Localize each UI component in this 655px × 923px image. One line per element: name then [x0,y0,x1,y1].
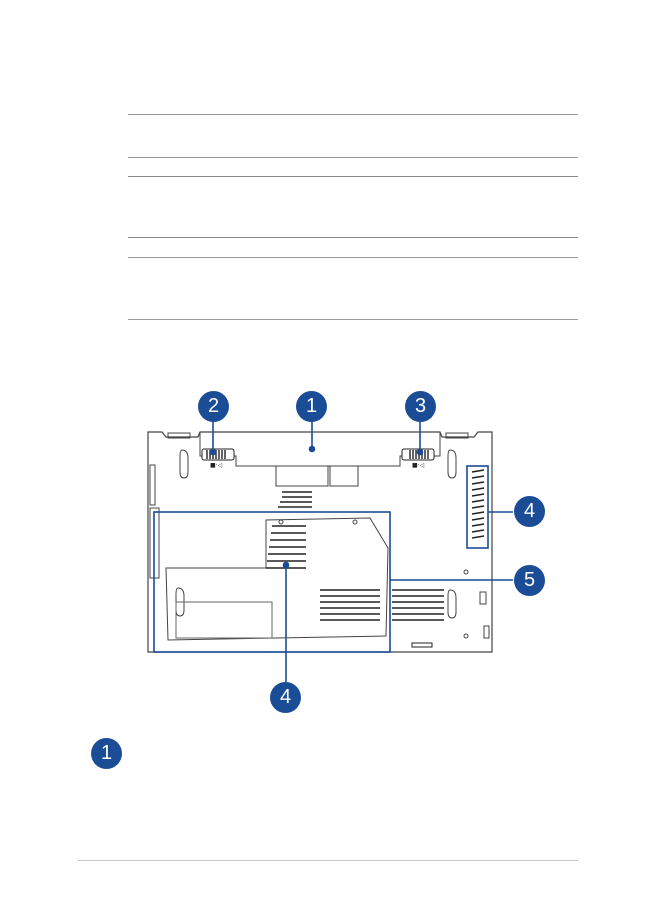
svg-text:■·◁: ■·◁ [210,462,223,469]
table-rule-row3-top [128,257,578,258]
foot-top-right [445,432,469,439]
side-port-1 [149,464,156,506]
service-panel-inner [175,601,273,639]
service-panel-frame [153,511,391,653]
laptop-bottom-diagram: ■·◁ ■·◁ [147,420,513,682]
callout-5-panel: 5 [514,565,545,596]
panel-screw-3 [463,569,469,575]
callout-1: 1 [296,391,327,422]
foot-left-upper [179,449,189,479]
foot-right-lower [447,589,457,619]
latch-right: ■·◁ [401,448,435,469]
service-panel [165,517,389,641]
foot-left-lower [175,587,185,617]
panel-screw-4 [463,633,469,639]
label-plate [275,465,329,487]
callout-3: 3 [405,391,436,422]
foot-top-left [167,432,191,439]
foot-right-upper [447,449,457,479]
bottom-slot [411,642,433,648]
panel-screw-2 [352,519,358,525]
callout-4-panel-vent: 4 [270,682,301,713]
side-vent-frame [466,465,489,549]
label-plate-2 [329,465,359,487]
table-rule-row2-bottom [128,237,578,238]
callout-2: 2 [198,391,229,422]
side-vent [471,469,485,539]
table-rule-row1-bottom [128,157,578,158]
right-port-2 [483,625,490,639]
vent-lower-left [320,589,380,621]
panel-screw-1 [278,519,284,525]
table-rule-row2-top [128,176,578,177]
right-port [479,591,487,605]
table-rule-top [128,114,578,115]
table-rule-row3-bottom [128,319,578,320]
leader-lines [209,420,513,682]
svg-text:■·◁: ■·◁ [412,462,425,469]
vent-upper [278,491,312,508]
chassis-outline [147,431,493,653]
vent-lower-right [392,589,444,621]
callout-4-side-vent: 4 [514,496,545,527]
legend-callout-1: 1 [91,738,122,769]
footer-rule [78,860,578,861]
